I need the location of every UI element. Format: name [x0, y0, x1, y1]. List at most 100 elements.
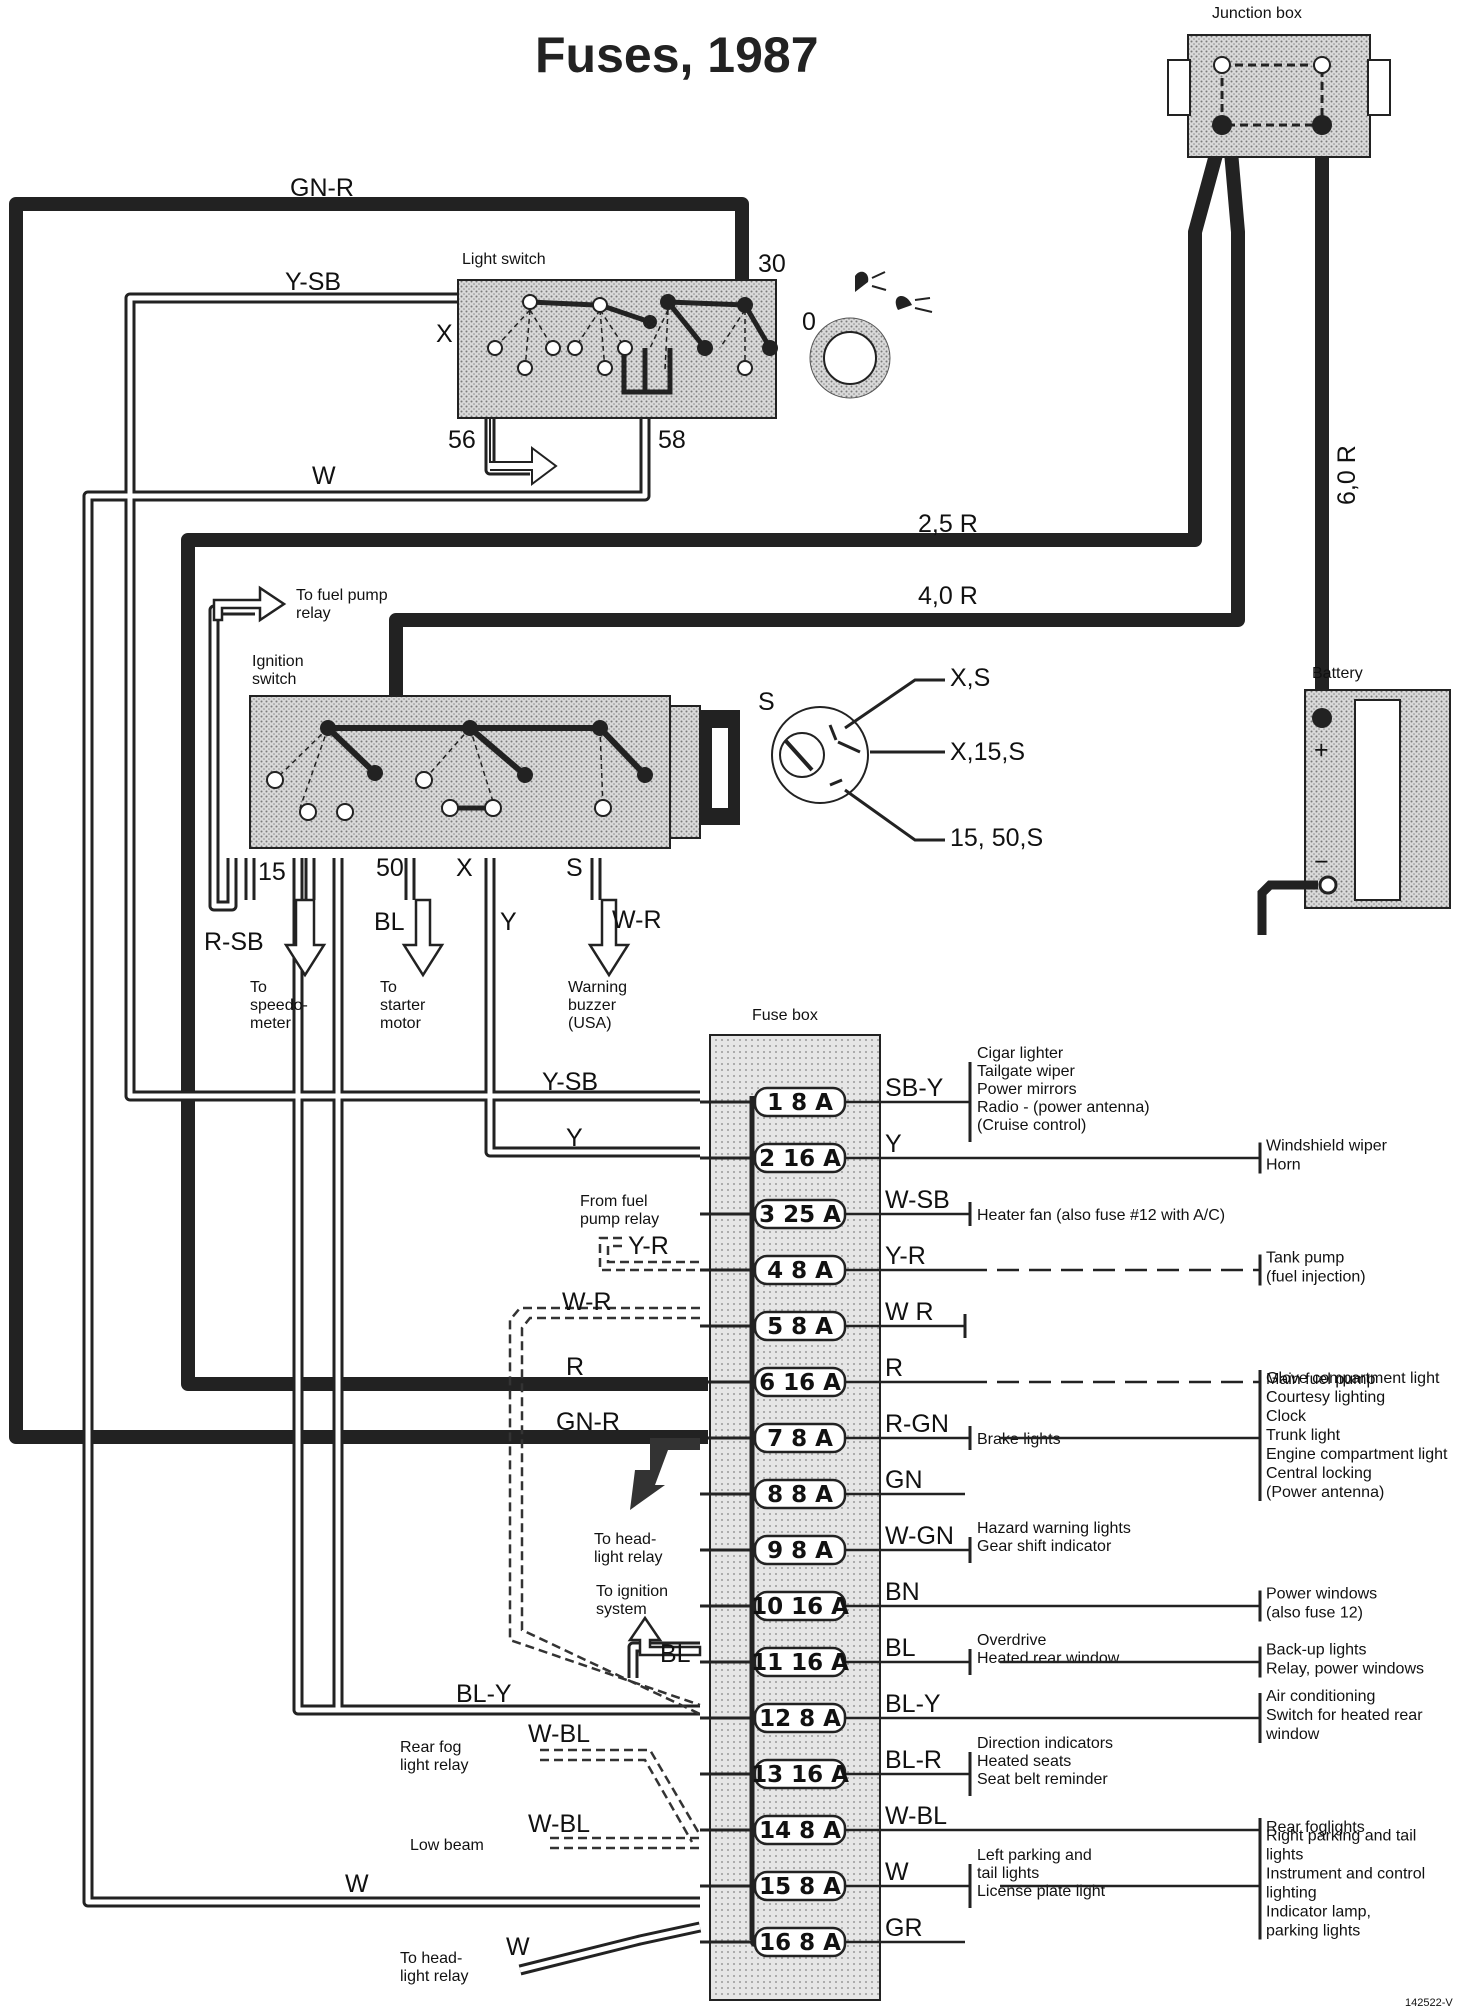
fuse-destination-near: Left parking and	[977, 1847, 1092, 1864]
fuel-pump-relay-label-1: To fuel pump	[296, 587, 388, 604]
ignition-switch-label-1: Ignition	[252, 653, 304, 670]
wire-label-w-bl-low: W-BL	[528, 1810, 590, 1838]
fuse-row: 8 8 AGN	[700, 1466, 965, 1510]
wire-label-w-bl-fog: W-BL	[528, 1720, 590, 1748]
fuse-body	[753, 1366, 847, 1398]
fuse-destination-far: Courtesy lighting	[1266, 1389, 1385, 1406]
buzzer-arrow	[587, 898, 631, 978]
wire-label-gn-r-top: GN-R	[290, 174, 354, 202]
fuse-body	[753, 1590, 847, 1622]
fuse-body	[753, 1086, 847, 1118]
fuse-destination-far: Main fuel pump	[1266, 1371, 1375, 1388]
headlight-icon	[895, 295, 912, 310]
battery-label: Battery	[1312, 665, 1363, 682]
fuse-body	[753, 1534, 847, 1566]
fuse-body	[753, 1310, 847, 1342]
fuse-destination-near: Radio - (power antenna)	[977, 1099, 1150, 1116]
fuse-destination-far: lighting	[1266, 1885, 1317, 1902]
fuse-destination-near: Heater fan (also fuse #12 with A/C)	[977, 1207, 1225, 1224]
fuse-label: 2 16 A	[759, 1146, 841, 1172]
fuse-body	[753, 1926, 847, 1958]
outlined-wires	[82, 292, 702, 1976]
fuse-destination-far: Back-up lights	[1266, 1642, 1367, 1659]
speedometer-label-1: To	[250, 979, 267, 996]
fuse-body	[753, 1422, 847, 1454]
terminal-50: 50	[376, 854, 404, 882]
fuse-body	[753, 1142, 847, 1174]
wire-label-bl: BL	[374, 908, 405, 936]
fuse-output-wire-label: GR	[885, 1914, 923, 1942]
wire-label-w-r-fuse: W-R	[562, 1288, 612, 1316]
fuse-destination-far: (fuel injection)	[1266, 1269, 1366, 1286]
buzzer-label-1: Warning	[568, 979, 627, 996]
fuse-label: 12 8 A	[759, 1706, 841, 1732]
fuse-destination-near: Hazard warning lights	[977, 1520, 1131, 1537]
wire-label-w-headlight: W	[506, 1933, 530, 1961]
fuse-output-wire-label: BL	[885, 1634, 916, 1662]
speedometer-label-3: meter	[250, 1015, 292, 1032]
wire-label-r-fuse: R	[566, 1353, 584, 1381]
fuse-label: 14 8 A	[759, 1818, 841, 1844]
fuse-label: 13 16 A	[751, 1762, 849, 1788]
wire-label-y-sb-top: Y-SB	[285, 268, 341, 296]
fuse-destination-far: Tank pump	[1266, 1250, 1344, 1267]
fuse-destination-far: Power windows	[1266, 1586, 1377, 1603]
fuse-destination-near: Cigar lighter	[977, 1045, 1064, 1062]
wire-label-r-sb: R-SB	[204, 928, 264, 956]
destination-labels: To fuel pump relay To speedo- meter To s…	[250, 587, 668, 1985]
fuse-output-wire-label: W-SB	[885, 1186, 950, 1214]
fuse-label: 15 8 A	[759, 1874, 841, 1900]
headlight-relay-label-2: light relay	[594, 1549, 662, 1566]
buzzer-label-2: buzzer	[568, 997, 617, 1014]
fuse-destination-far: parking lights	[1266, 1923, 1360, 1940]
light-switch-knob: 0	[802, 271, 933, 399]
fuse-destination-far: window	[1265, 1726, 1320, 1743]
fuse-body	[753, 1478, 847, 1510]
fuse-destination-near: Direction indicators	[977, 1735, 1113, 1752]
fuse-destination-far: Horn	[1266, 1157, 1301, 1174]
from-fuel-pump-label-1: From fuel	[580, 1193, 648, 1210]
wire-label-bl-y-fuse: BL-Y	[456, 1680, 512, 1708]
fuse-output-wire-label: R	[885, 1354, 903, 1382]
battery-plus: +	[1314, 736, 1329, 764]
headlight-relay-bottom-label-2: light relay	[400, 1968, 468, 1985]
fuse-destination-near: (Cruise control)	[977, 1117, 1086, 1134]
wire-label-4-0-r: 4,0 R	[918, 582, 978, 610]
fuse-body	[753, 1198, 847, 1230]
buzzer-label-3: (USA)	[568, 1015, 612, 1032]
fuse-destination-far: Right parking and tail	[1266, 1828, 1416, 1845]
wire-label-y-sb-fuse: Y-SB	[542, 1068, 598, 1096]
fuel-pump-relay-label-2: relay	[296, 605, 331, 622]
fuse-body	[753, 1758, 847, 1790]
fuse-destination-near: Heated seats	[977, 1753, 1071, 1770]
fuse-label: 4 8 A	[767, 1258, 833, 1284]
fuse-destination-far: (Power antenna)	[1266, 1484, 1384, 1501]
starter-label-3: motor	[380, 1015, 422, 1032]
speedometer-label-2: speedo-	[250, 997, 308, 1014]
wire-label-w-r-s: W-R	[612, 906, 662, 934]
wire-label-y-fuse: Y	[566, 1124, 583, 1152]
fuse-label: 11 16 A	[751, 1650, 849, 1676]
fuse-destination-far: Relay, power windows	[1266, 1661, 1424, 1678]
fuse-destination-far: Windshield wiper	[1266, 1138, 1388, 1155]
terminal-30: 30	[758, 250, 786, 278]
wire-label-w-fuse: W	[345, 1870, 369, 1898]
fuse-destination-near: Brake lights	[977, 1431, 1061, 1448]
fuse-destination-far: Glove compartment light	[1266, 1370, 1440, 1387]
fuse-output-wire-label: W-GN	[885, 1522, 954, 1550]
ignition-switch-label-2: switch	[252, 671, 296, 688]
terminal-s: S	[566, 854, 583, 882]
fuse-output-wire-label: BN	[885, 1578, 920, 1606]
fuse-destination-near: tail lights	[977, 1865, 1039, 1882]
fuse-destination-far: Trunk light	[1266, 1427, 1341, 1444]
